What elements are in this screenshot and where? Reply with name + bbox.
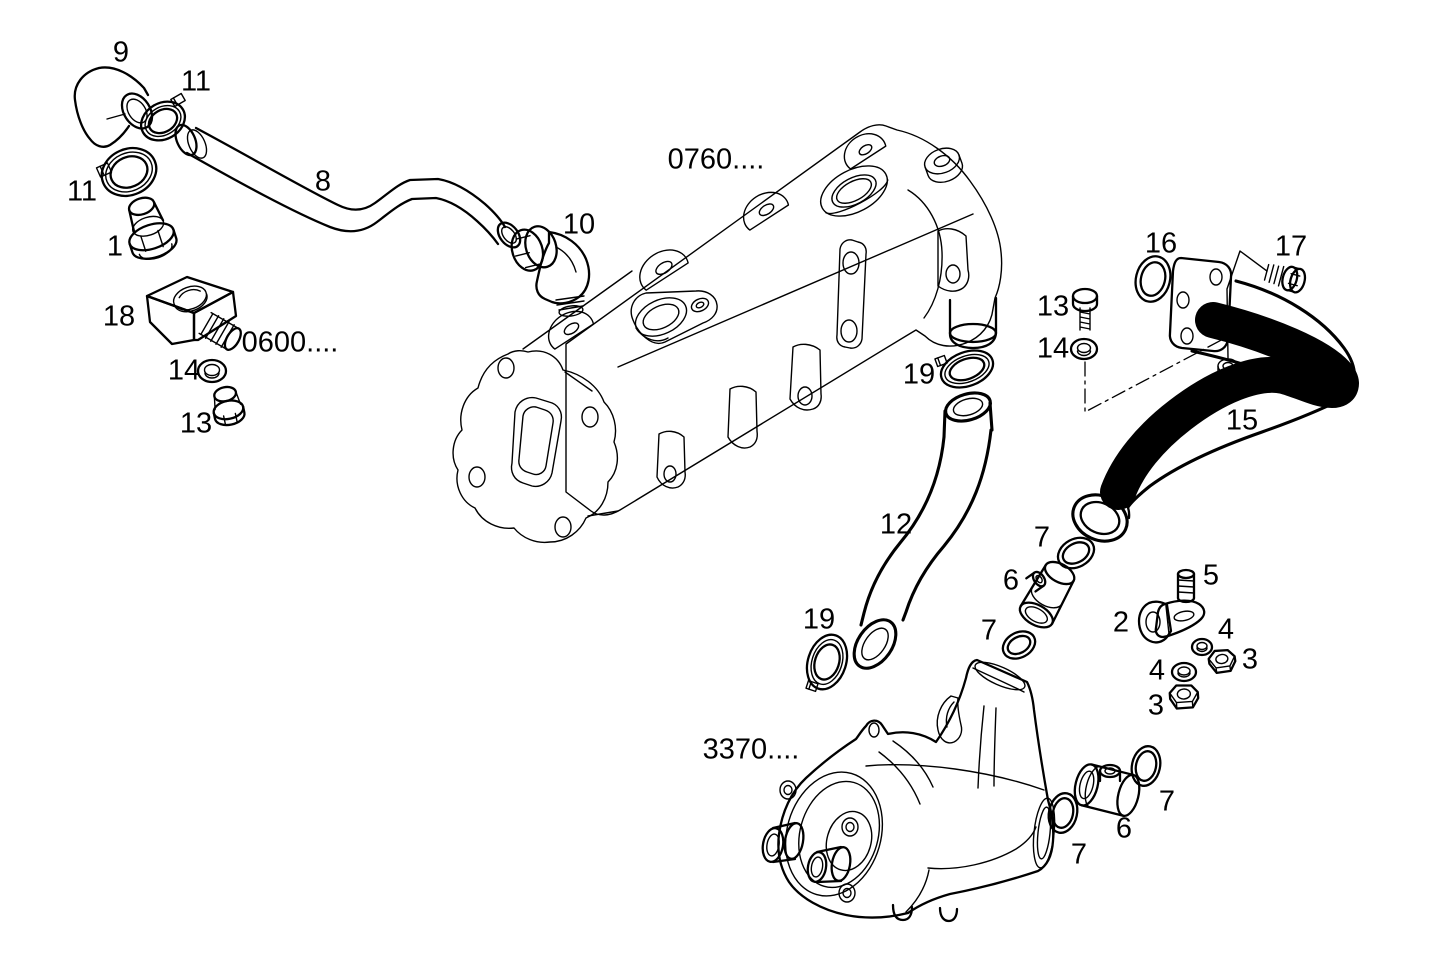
part-callout-14: 14 bbox=[1036, 332, 1070, 365]
washer bbox=[1190, 637, 1214, 657]
part-callout-11: 11 bbox=[180, 65, 212, 98]
part-callout-10: 10 bbox=[562, 208, 596, 241]
hex-bolt bbox=[1071, 287, 1099, 331]
part-callout-15: 15 bbox=[1225, 404, 1259, 437]
part-callout-17: 17 bbox=[1274, 230, 1308, 263]
part-callout-9: 9 bbox=[112, 36, 130, 69]
plug-bolt bbox=[212, 385, 246, 427]
part-callout-7: 7 bbox=[1033, 521, 1051, 554]
pipe-connector bbox=[1018, 560, 1076, 629]
heat-exchanger-housing bbox=[452, 124, 1003, 544]
top-oval-boss bbox=[820, 165, 889, 217]
mounting-tab bbox=[937, 228, 970, 292]
outlet-port bbox=[948, 296, 998, 350]
part-callout-3: 3 bbox=[1241, 643, 1259, 676]
part-callout-13: 13 bbox=[1036, 290, 1070, 323]
sealing-washer bbox=[196, 358, 228, 384]
elbow-union bbox=[510, 225, 591, 317]
scallop-notch bbox=[843, 133, 887, 170]
part-callout-13: 13 bbox=[179, 407, 213, 440]
sensor-block bbox=[145, 275, 242, 351]
o-ring bbox=[1001, 630, 1037, 660]
pipe-flange bbox=[1168, 256, 1233, 353]
part-callout-7: 7 bbox=[980, 614, 998, 647]
hex-nut bbox=[1207, 648, 1237, 675]
scallop-notch bbox=[742, 191, 790, 231]
hex-bolt bbox=[1263, 263, 1307, 294]
part-callout-6: 6 bbox=[1002, 564, 1020, 597]
part-callout-4: 4 bbox=[1148, 654, 1166, 687]
bracket bbox=[1137, 599, 1206, 644]
part-callout-7: 7 bbox=[1158, 785, 1176, 818]
part-callout-14: 14 bbox=[167, 354, 201, 387]
hose-clamp bbox=[934, 349, 995, 389]
reference-code: 3370.... bbox=[702, 733, 800, 766]
part-callout-6: 6 bbox=[1115, 812, 1133, 845]
pipe-connector bbox=[1073, 763, 1141, 817]
pipe-boss bbox=[1217, 358, 1239, 381]
pump-port bbox=[806, 845, 852, 884]
hose-clamp bbox=[95, 146, 158, 198]
mounting-tab bbox=[727, 385, 758, 449]
part-callout-16: 16 bbox=[1144, 227, 1178, 260]
part-callout-12: 12 bbox=[879, 508, 913, 541]
o-ring bbox=[1047, 792, 1079, 834]
part-callout-11: 11 bbox=[66, 175, 98, 208]
water-pipe bbox=[1071, 256, 1359, 543]
o-ring bbox=[1134, 255, 1172, 303]
part-callout-8: 8 bbox=[314, 165, 332, 198]
bolt-leader-line bbox=[1226, 250, 1268, 359]
part-callout-2: 2 bbox=[1112, 606, 1130, 639]
pump-port bbox=[761, 821, 805, 864]
hose-clamp bbox=[805, 633, 849, 693]
end-flange bbox=[452, 349, 619, 544]
hose-clamp bbox=[139, 92, 187, 142]
o-ring bbox=[1130, 745, 1162, 787]
elbow-boot bbox=[73, 66, 154, 148]
washer bbox=[1170, 661, 1198, 683]
hex-nut bbox=[1168, 684, 1200, 710]
part-callout-18: 18 bbox=[102, 300, 136, 333]
cover-bolt bbox=[779, 780, 797, 800]
part-callout-7: 7 bbox=[1070, 838, 1088, 871]
water-hose bbox=[852, 391, 994, 670]
stud bbox=[1176, 568, 1196, 604]
part-callout-1: 1 bbox=[106, 230, 124, 263]
mounting-tab bbox=[656, 430, 686, 489]
hose-fitting bbox=[127, 196, 178, 260]
water-pump bbox=[761, 658, 1056, 923]
part-callout-3: 3 bbox=[1147, 689, 1165, 722]
sealing-washer bbox=[1069, 337, 1099, 361]
part-callout-19: 19 bbox=[802, 603, 836, 636]
reference-code: 0600.... bbox=[241, 326, 339, 359]
reference-code: 0760.... bbox=[667, 143, 765, 176]
mounting-tab bbox=[789, 343, 822, 411]
part-callout-5: 5 bbox=[1202, 559, 1220, 592]
round-boss bbox=[923, 147, 964, 183]
breather-hose bbox=[174, 123, 522, 249]
part-callout-4: 4 bbox=[1217, 613, 1235, 646]
scallop-notch bbox=[639, 249, 689, 291]
mounting-strap bbox=[836, 239, 867, 349]
cover-bolt bbox=[841, 817, 859, 837]
part-callout-19: 19 bbox=[902, 358, 936, 391]
cover-bolt bbox=[838, 883, 856, 903]
